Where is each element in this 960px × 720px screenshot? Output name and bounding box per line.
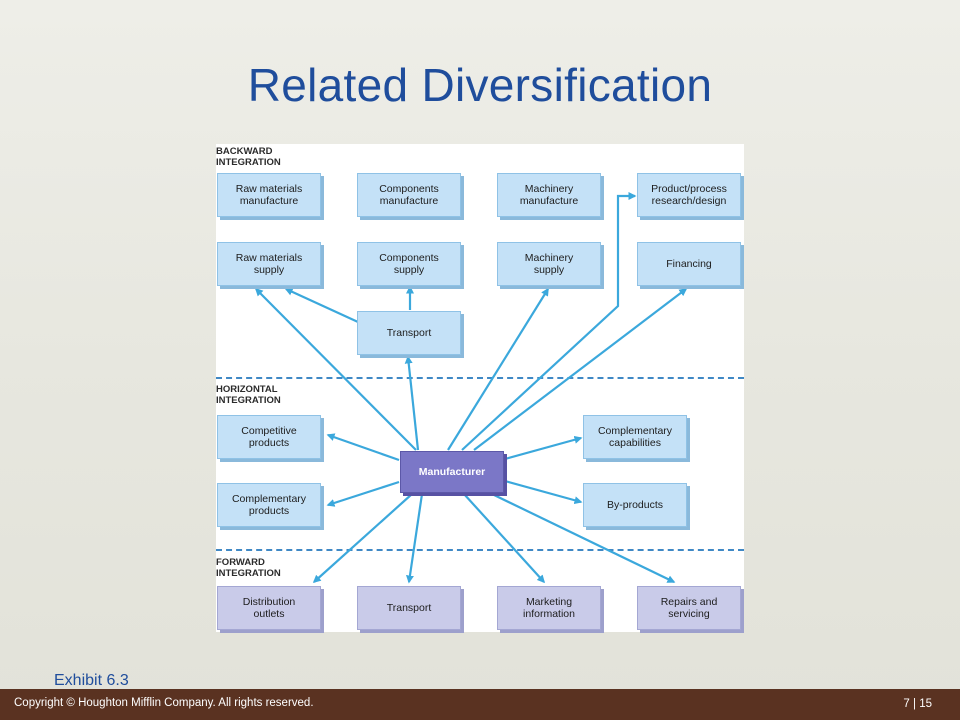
footer-bar: Copyright © Houghton Mifflin Company. Al…: [0, 689, 960, 720]
connector-arrows: [254, 192, 688, 584]
slide-title: Related Diversification: [247, 59, 713, 111]
arrow-manufacturer-financing: [473, 288, 688, 451]
box-marketing-information: Marketing information: [497, 586, 601, 630]
zone-label-forward: FORWARD INTEGRATION: [216, 557, 281, 579]
arrow-manufacturer-raw-supply: [254, 287, 417, 451]
arrow-manufacturer-marketing: [463, 493, 546, 584]
arrow-manufacturer-competitive: [326, 433, 400, 462]
arrow-manufacturer-distribution: [312, 493, 413, 584]
arrow-manufacturer-transport-backward: [404, 355, 420, 451]
arrow-manufacturer-by-products: [504, 479, 583, 505]
box-product-process-research: Product/process research/design: [637, 173, 741, 217]
box-distribution-outlets: Distribution outlets: [217, 586, 321, 630]
diagram-panel: BACKWARD INTEGRATION HORIZONTAL INTEGRAT…: [216, 144, 744, 632]
box-transport-backward: Transport: [357, 311, 461, 355]
box-complementary-products: Complementary products: [217, 483, 321, 527]
zone-label-horizontal: HORIZONTAL INTEGRATION: [216, 384, 281, 406]
box-transport-forward: Transport: [357, 586, 461, 630]
exhibit-label: Exhibit 6.3: [54, 672, 129, 689]
box-machinery-supply: Machinery supply: [497, 242, 601, 286]
box-raw-materials-supply: Raw materials supply: [217, 242, 321, 286]
box-raw-materials-manufacture: Raw materials manufacture: [217, 173, 321, 217]
box-components-manufacture: Components manufacture: [357, 173, 461, 217]
arrow-manufacturer-capabilities: [504, 435, 583, 461]
box-components-supply: Components supply: [357, 242, 461, 286]
arrow-manufacturer-research: [461, 192, 637, 451]
box-repairs-servicing: Repairs and servicing: [637, 586, 741, 630]
arrow-manufacturer-machinery-supply: [447, 287, 549, 451]
box-financing: Financing: [637, 242, 741, 286]
arrow-manufacturer-repairs: [491, 493, 676, 583]
zone-label-backward: BACKWARD INTEGRATION: [216, 146, 281, 168]
page-number: 7 | 15: [903, 698, 932, 710]
box-by-products: By-products: [583, 483, 687, 527]
divider-horizontal-forward: [216, 549, 744, 551]
copyright-text: Copyright © Houghton Mifflin Company. Al…: [14, 697, 314, 709]
divider-backward-horizontal: [216, 377, 744, 379]
box-manufacturer: Manufacturer: [400, 451, 504, 493]
box-machinery-manufacture: Machinery manufacture: [497, 173, 601, 217]
arrow-transport-raw-supply: [284, 288, 359, 323]
arrow-manufacturer-transport-forward: [405, 493, 424, 584]
box-complementary-capabilities: Complementary capabilities: [583, 415, 687, 459]
arrow-manufacturer-complementary-products: [326, 480, 400, 507]
box-competitive-products: Competitive products: [217, 415, 321, 459]
